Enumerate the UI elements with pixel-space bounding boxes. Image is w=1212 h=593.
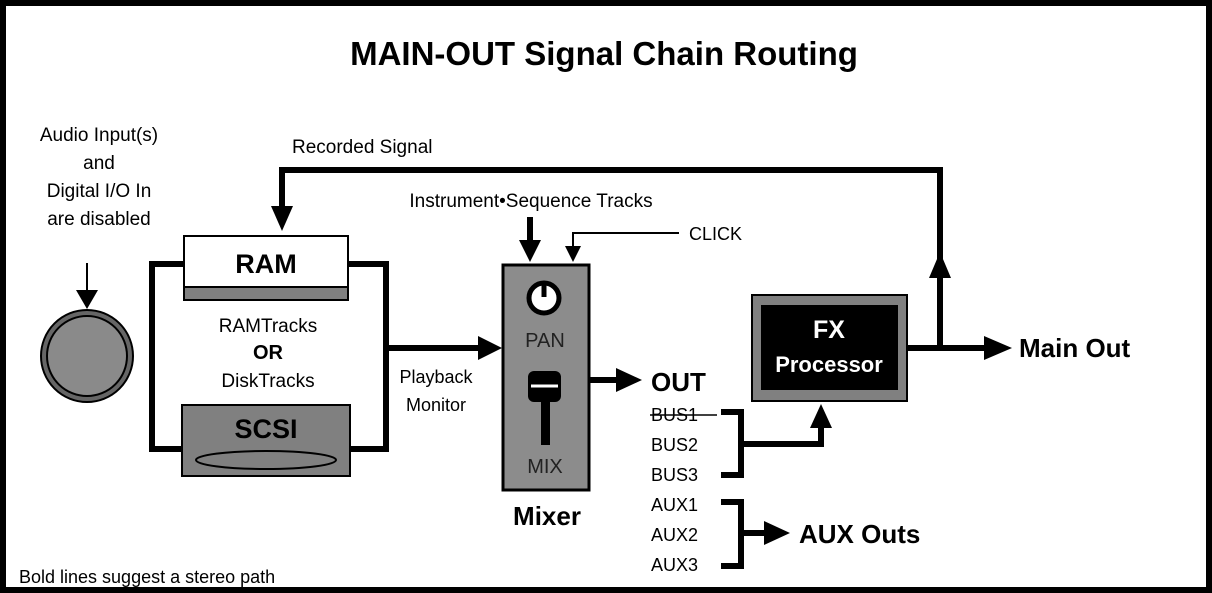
click-arrowhead <box>565 246 581 262</box>
audio-input-line-2: and <box>83 153 115 174</box>
recorded-signal-label: Recorded Signal <box>292 137 432 158</box>
mix-label: MIX <box>527 456 563 478</box>
aux-outs-label: AUX Outs <box>799 519 920 549</box>
audio-input-line-1: Audio Input(s) <box>40 125 158 146</box>
fx-processor-box: FX Processor <box>751 294 908 402</box>
click-label: CLICK <box>689 224 742 244</box>
bus3-label: BUS3 <box>651 465 698 485</box>
pan-knob-icon <box>526 280 562 316</box>
aux1-label: AUX1 <box>651 495 698 515</box>
playback-label: Playback <box>399 367 473 387</box>
bus-to-fx-arrowhead <box>810 404 832 428</box>
out-label: OUT <box>651 367 706 397</box>
instrument-tracks-arrowhead <box>519 240 541 262</box>
mixer-out-arrowhead <box>616 368 642 392</box>
fx-label: FX <box>813 316 845 344</box>
main-out-label: Main Out <box>1019 333 1131 363</box>
monitor-label: Monitor <box>406 395 466 415</box>
bus-to-fx-line <box>741 428 824 447</box>
audio-input-note: Audio Input(s) and Digital I/O In are di… <box>40 125 158 230</box>
recorded-signal-arrowhead <box>271 206 293 231</box>
playback-arrowhead <box>478 336 502 360</box>
scsi-label: SCSI <box>234 414 297 444</box>
or-label: OR <box>253 342 284 364</box>
audio-input-jack-icon <box>40 309 134 403</box>
ramtracks-label: RAMTracks <box>219 316 318 337</box>
fx-return-up-arrowhead <box>929 252 951 278</box>
main-out-arrowhead <box>984 336 1012 360</box>
pan-label: PAN <box>525 330 565 352</box>
audio-input-arrowhead <box>76 290 98 309</box>
fader-icon <box>528 371 561 445</box>
footnote: Bold lines suggest a stereo path <box>19 567 275 587</box>
mixer-box: PAN MIX <box>501 263 591 492</box>
click-line <box>572 232 679 248</box>
mixer-title: Mixer <box>513 501 581 531</box>
ram-label: RAM <box>235 249 297 279</box>
bus2-label: BUS2 <box>651 435 698 455</box>
disktracks-label: DiskTracks <box>221 371 314 392</box>
scsi-box: SCSI <box>181 404 351 477</box>
aux3-label: AUX3 <box>651 555 698 575</box>
aux-out-arrowhead <box>764 521 790 545</box>
aux2-label: AUX2 <box>651 525 698 545</box>
ram-box: RAM <box>183 235 349 301</box>
audio-input-line-4: are disabled <box>47 209 151 230</box>
storage-right-bracket <box>348 261 389 452</box>
processor-label: Processor <box>775 352 883 377</box>
disk-icon <box>195 450 337 470</box>
audio-input-line-3: Digital I/O In <box>47 181 152 202</box>
diagram-title: MAIN-OUT Signal Chain Routing <box>350 35 858 72</box>
instrument-tracks-label: Instrument•Sequence Tracks <box>409 191 652 212</box>
storage-left-bracket <box>149 261 184 452</box>
